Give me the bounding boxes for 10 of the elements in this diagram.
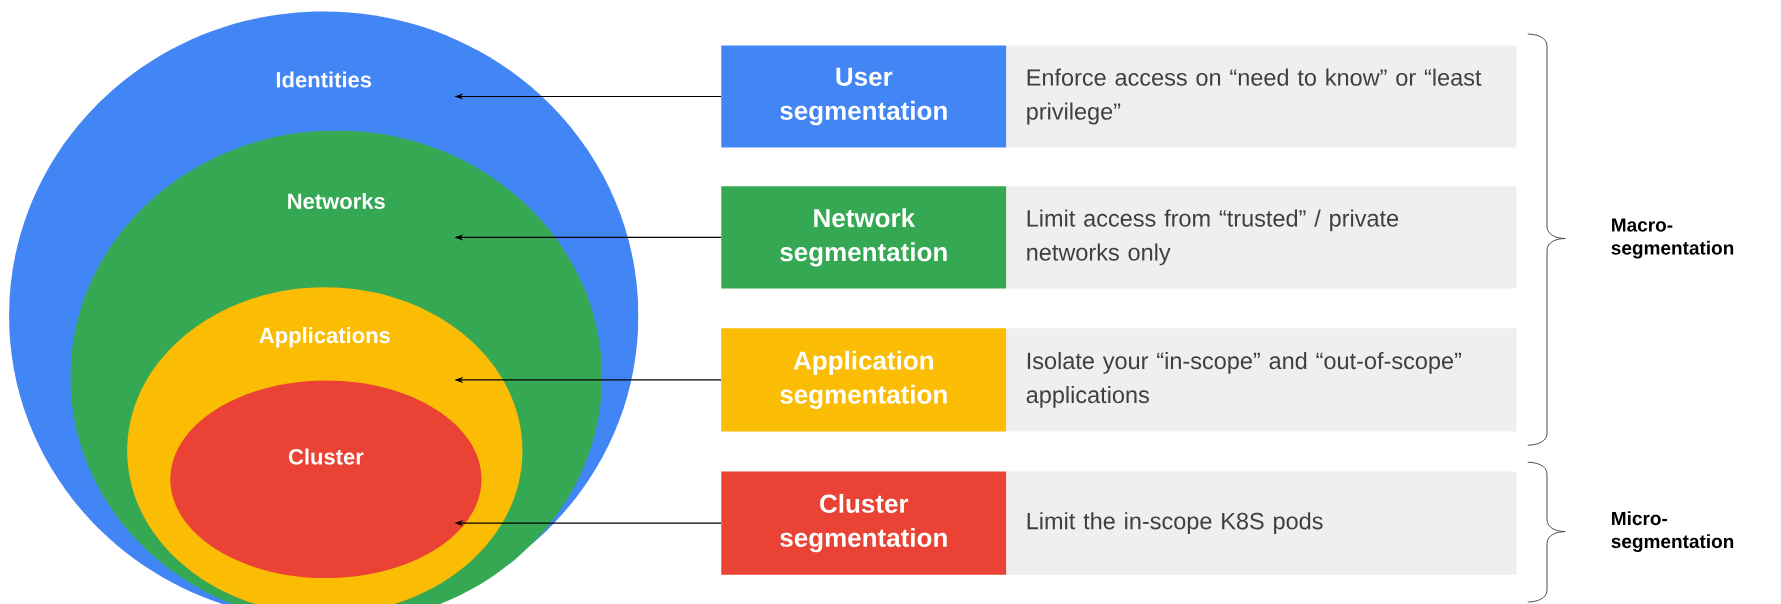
segmentation-box: Cluster segmentation bbox=[721, 471, 1007, 575]
segmentation-box: Application segmentation bbox=[721, 328, 1007, 432]
description-box: Limit the in-scope K8S pods bbox=[1006, 471, 1517, 575]
segmentation-box: User segmentation bbox=[721, 45, 1007, 148]
description-box: Isolate your “in-scope” and “out-of-scope” applications bbox=[1006, 328, 1517, 432]
segmentation-box: Network segmentation bbox=[721, 186, 1007, 289]
bracket-label: Macro-segmentation bbox=[1611, 218, 1734, 259]
description-box: Limit access from “trusted” / private networks only bbox=[1006, 186, 1517, 289]
description-box: Enforce access on “need to know” or “least privilege” bbox=[1006, 45, 1517, 148]
bracket-label: Micro-segmentation bbox=[1611, 511, 1734, 552]
